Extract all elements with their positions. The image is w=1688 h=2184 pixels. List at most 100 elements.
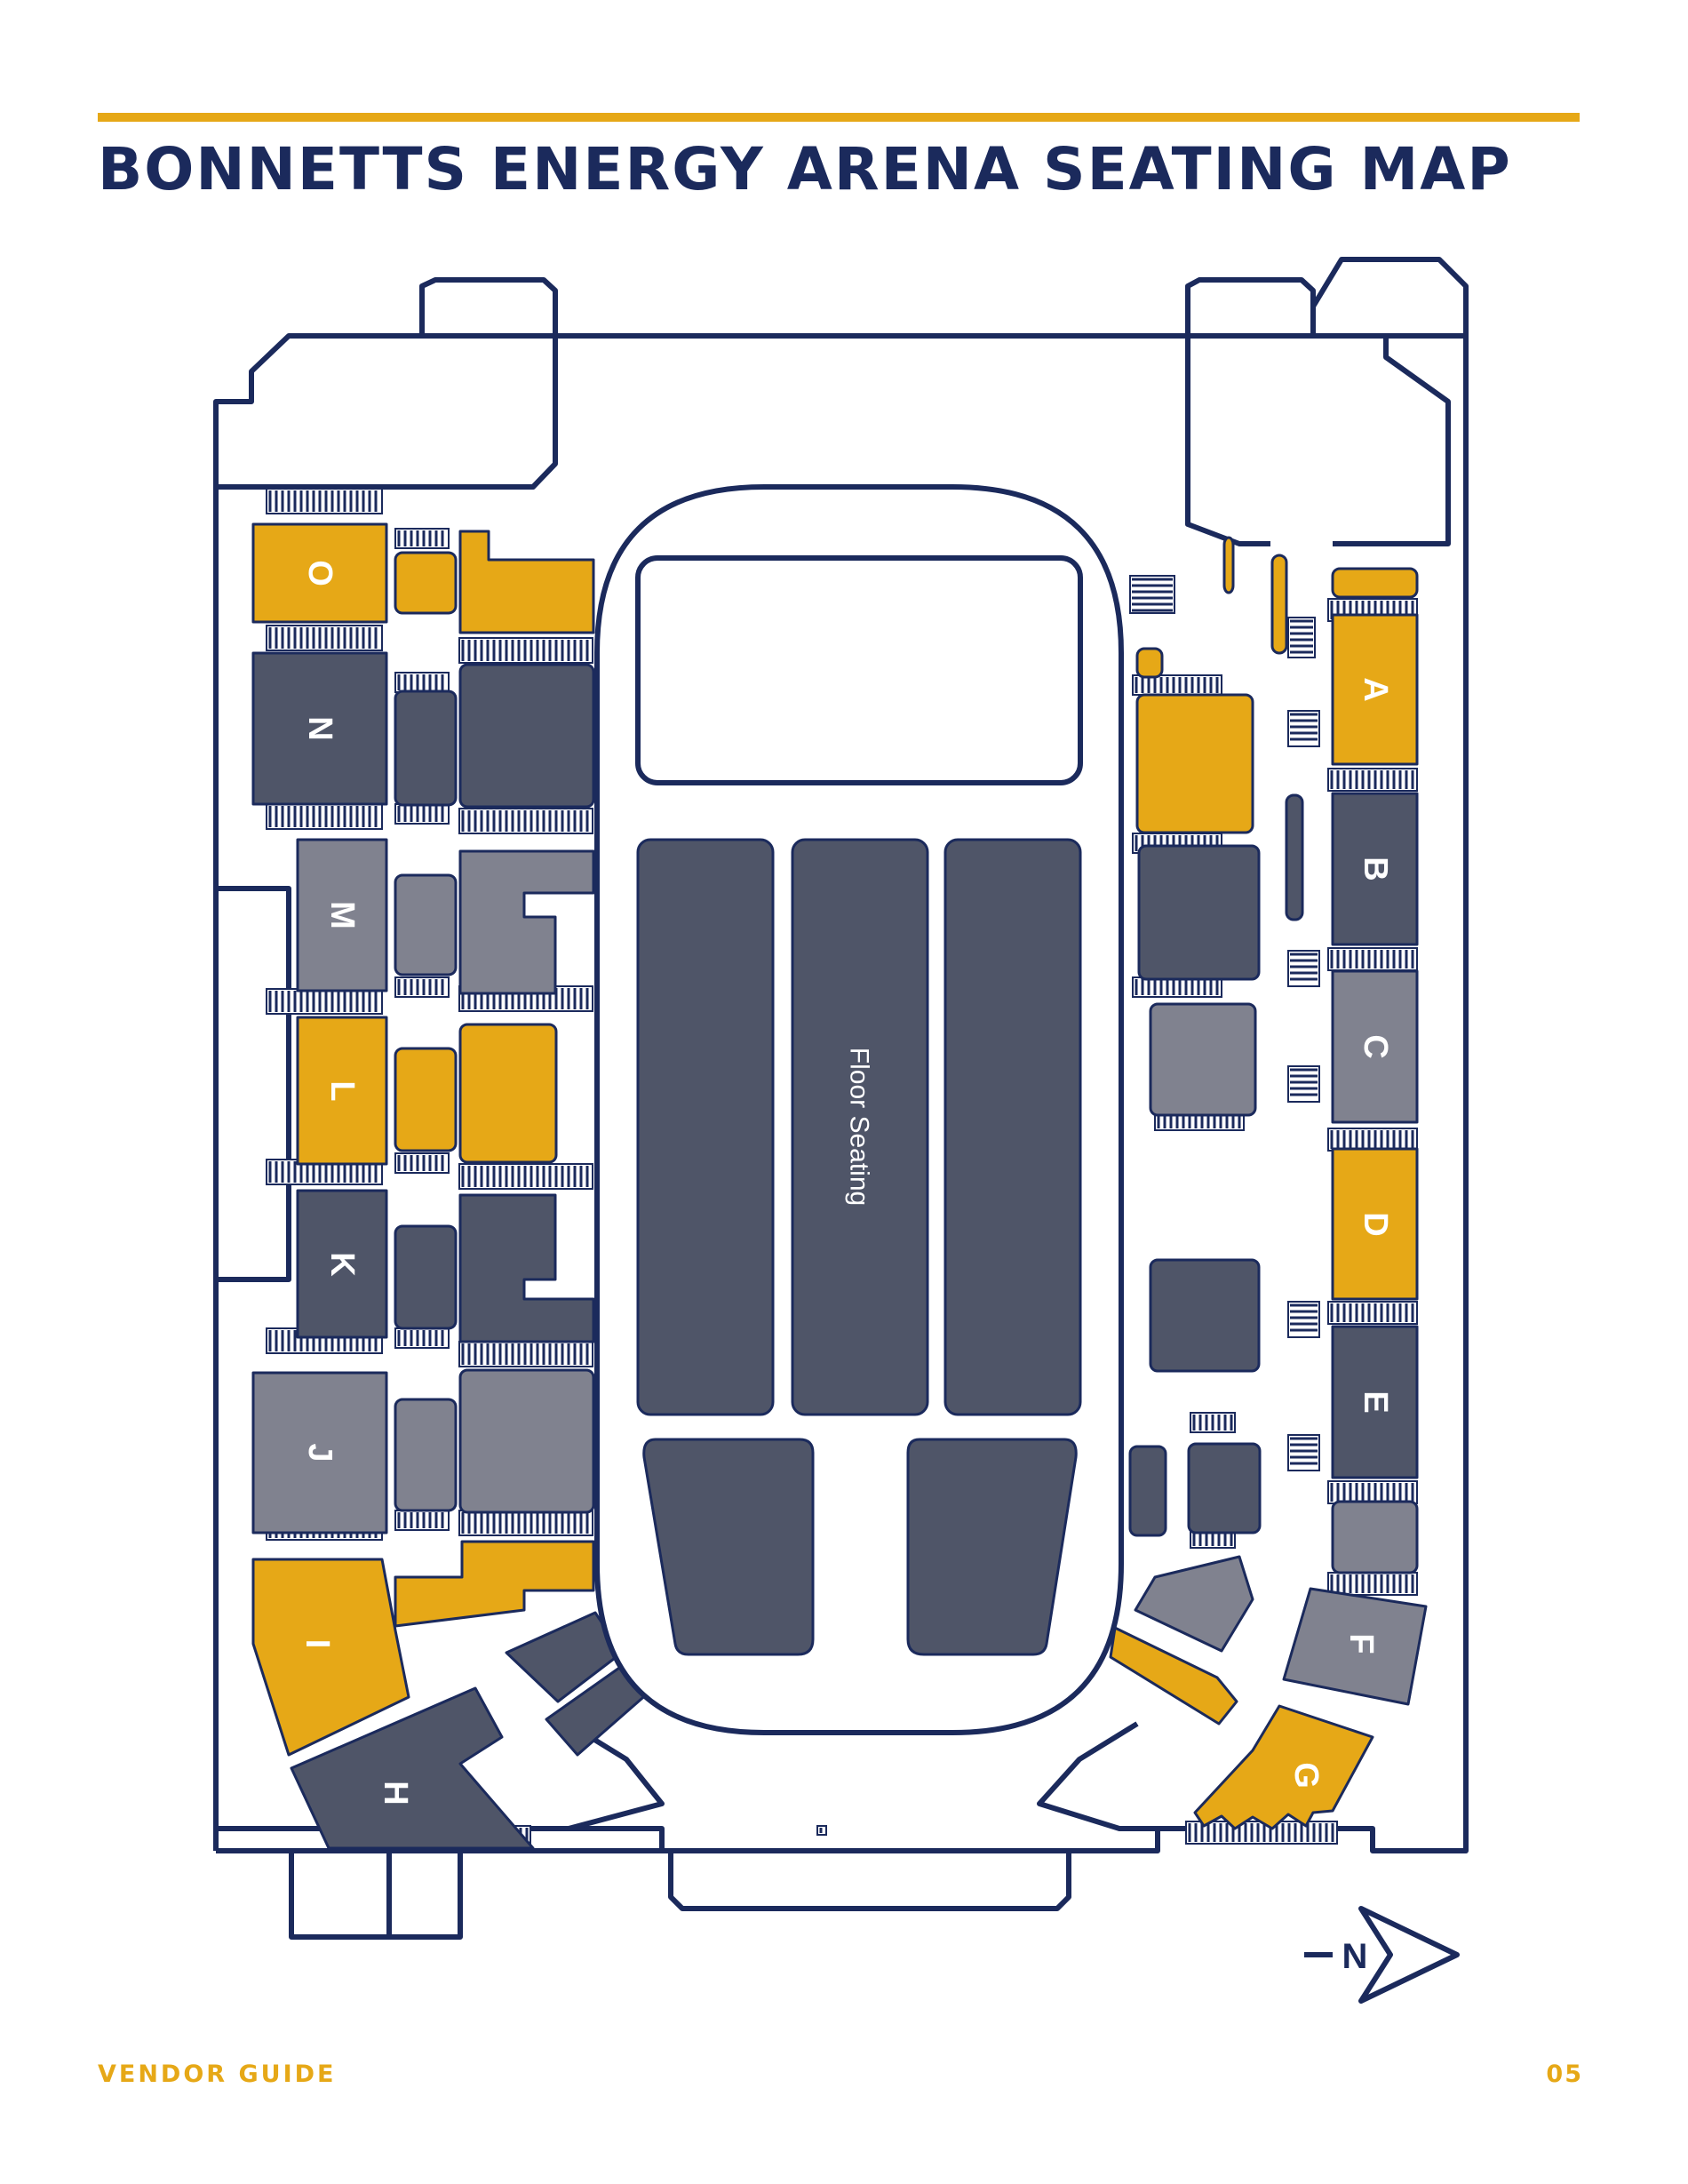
block-left-12 <box>458 1368 595 1514</box>
section-e-shape <box>1331 1325 1419 1479</box>
section-n: N <box>251 651 388 806</box>
section-j: J <box>251 1371 388 1534</box>
stair-right-5 <box>1327 1480 1418 1504</box>
section-m: M <box>296 838 388 992</box>
section-i: I <box>251 1558 410 1757</box>
block-left-9 <box>458 849 595 995</box>
block-right-12 <box>1109 1626 1238 1726</box>
stair-right-2 <box>1327 947 1418 971</box>
section-o-shape <box>251 522 388 624</box>
stair-right-9 <box>1132 976 1222 998</box>
block-right-9 <box>1270 554 1288 655</box>
page-number: 05 <box>1546 2060 1583 2088</box>
section-i-label: I <box>299 1639 336 1649</box>
block-right-13 <box>1331 1500 1419 1574</box>
section-g: G <box>1193 1704 1374 1830</box>
stair-left-19 <box>458 1510 593 1536</box>
section-b-label: B <box>1357 857 1394 881</box>
stair-side-2 <box>1287 710 1320 747</box>
stair-right-7 <box>1132 674 1222 696</box>
block-right-4 <box>1149 1258 1261 1373</box>
section-d-label: D <box>1357 1212 1394 1236</box>
section-b: B <box>1331 792 1419 946</box>
section-a: A <box>1331 613 1419 766</box>
block-right-10 <box>1285 793 1304 921</box>
section-l-label: L <box>323 1080 361 1101</box>
floor-seating-label: Floor Seating <box>845 1048 874 1206</box>
section-i-shape <box>251 1558 410 1757</box>
stair-left-17 <box>458 1163 593 1190</box>
section-e: E <box>1331 1325 1419 1479</box>
block-left-5 <box>394 1224 458 1330</box>
floor-block-4 <box>642 1438 815 1656</box>
stair-side-3 <box>1287 950 1320 987</box>
seating-sections: A B C D E F G H I JK L M N O <box>251 522 1428 1850</box>
block-left-3 <box>394 873 458 976</box>
stair-right-3 <box>1327 1128 1418 1152</box>
block-left-6 <box>394 1398 458 1512</box>
stair-left-7 <box>394 528 450 549</box>
stair-left-15 <box>458 808 593 834</box>
section-k-shape <box>296 1189 388 1339</box>
section-n-label: N <box>301 716 338 740</box>
floor-block-3 <box>944 838 1082 1416</box>
section-k: K <box>296 1189 388 1339</box>
block-right-3 <box>1149 1002 1257 1117</box>
stair-right-13 <box>1185 1821 1338 1845</box>
section-l: L <box>296 1016 388 1166</box>
compass-arrow-icon <box>1358 1906 1460 2004</box>
stair-left-9 <box>394 803 450 825</box>
left-notch <box>216 886 291 1282</box>
block-left-8 <box>458 663 595 809</box>
stair-side-4 <box>1287 1065 1320 1103</box>
section-e-label: E <box>1357 1391 1394 1413</box>
section-h: H <box>290 1686 535 1850</box>
stair-right-6 <box>1327 1572 1418 1596</box>
stair-side-0 <box>1129 575 1175 614</box>
section-f-label: F <box>1342 1633 1380 1654</box>
section-c-label: C <box>1357 1034 1394 1058</box>
stair-side-6 <box>1287 1434 1320 1471</box>
stair-side-5 <box>1287 1301 1320 1338</box>
annex-right-notch <box>1185 336 1270 546</box>
building-outline <box>213 333 1469 1853</box>
block-left-7 <box>458 530 595 634</box>
section-g-shape <box>1193 1704 1374 1830</box>
annex-top-left <box>216 277 558 490</box>
stair-right-1 <box>1327 768 1418 792</box>
block-left-2 <box>394 689 458 807</box>
stage-area <box>635 555 1083 785</box>
stair-left-3 <box>266 988 383 1015</box>
section-a-label: A <box>1357 677 1394 701</box>
stair-left-11 <box>394 1152 450 1174</box>
corridor-right <box>1037 1721 1158 1831</box>
section-b-shape <box>1331 792 1419 946</box>
block-right-5 <box>1187 1442 1262 1534</box>
annex-top-right <box>1185 277 1316 336</box>
stage-stub <box>668 1851 1071 1911</box>
corridor-left <box>533 1721 665 1831</box>
floor-block-1 <box>636 838 775 1416</box>
section-h-shape <box>290 1686 535 1850</box>
block-left-4 <box>394 1047 458 1152</box>
section-h-label: H <box>377 1781 414 1805</box>
stair-left-13 <box>394 1510 450 1531</box>
annex-bottom-left <box>289 1851 463 1940</box>
seating-blocks <box>394 530 1419 1757</box>
block-left-13 <box>394 1540 595 1628</box>
section-o-label: O <box>301 560 338 586</box>
footer-title: VENDOR GUIDE <box>98 2060 337 2088</box>
section-m-label: M <box>323 901 361 929</box>
section-c-shape <box>1331 969 1419 1124</box>
stair-left-2 <box>266 803 383 830</box>
block-left-10 <box>458 1023 558 1164</box>
floor-block-2 <box>791 838 929 1416</box>
section-j-shape <box>251 1371 388 1534</box>
block-right-14 <box>1331 567 1419 599</box>
stair-left-14 <box>458 637 593 664</box>
section-d: D <box>1331 1147 1419 1301</box>
block-left-1 <box>394 551 458 615</box>
block-right-6 <box>1128 1445 1167 1537</box>
stair-right-4 <box>1327 1301 1418 1325</box>
